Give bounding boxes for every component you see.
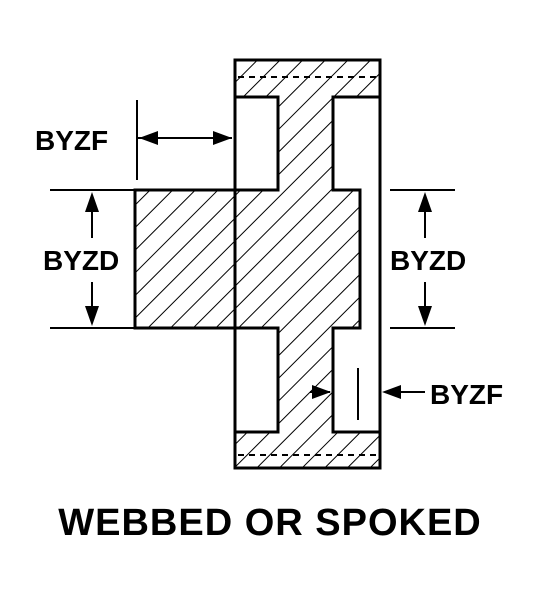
label-byzf-bottom: BYZF <box>430 379 503 410</box>
pulley-section-hatched <box>133 58 382 470</box>
dimension-arrow-right-hub <box>418 192 432 326</box>
dimension-arrow-bottom-face <box>310 368 425 420</box>
dimension-arrow-top-face <box>136 100 232 180</box>
dimension-arrow-left-hub <box>85 192 99 326</box>
label-byzd-right: BYZD <box>390 245 466 276</box>
label-byzd-left: BYZD <box>43 245 119 276</box>
rim-outline <box>233 58 382 470</box>
label-byzf-top: BYZF <box>35 125 108 156</box>
diagram-caption: WEBBED OR SPOKED <box>58 502 481 544</box>
